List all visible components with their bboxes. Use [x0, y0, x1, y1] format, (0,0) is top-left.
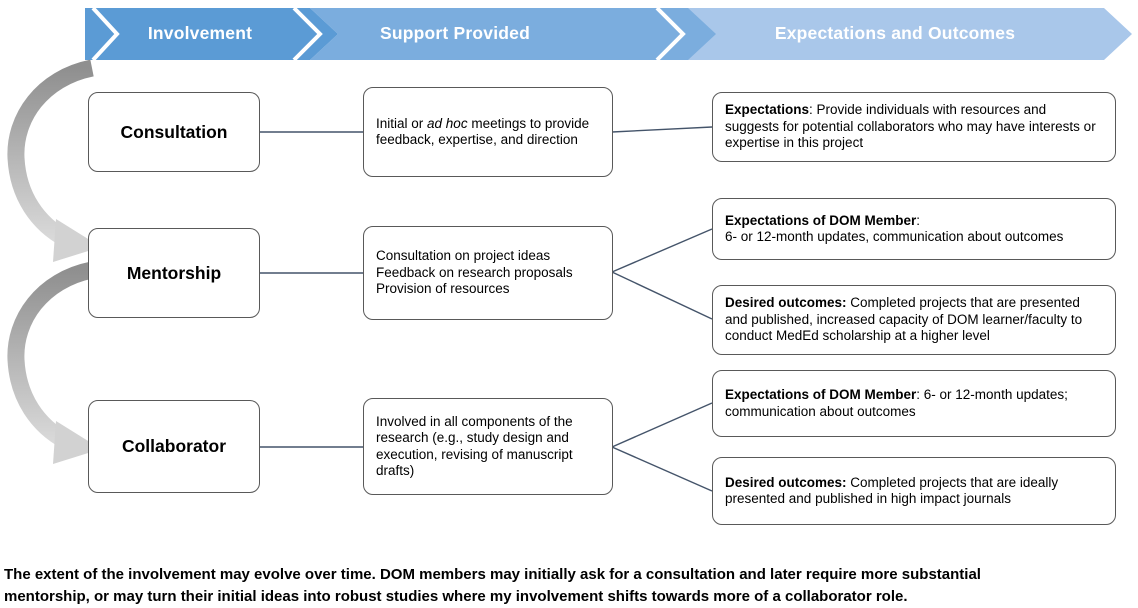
involvement-box-collaborator: Collaborator: [88, 400, 260, 493]
support-text: Initial or ad hoc meetings to provide fe…: [376, 115, 590, 147]
expectation-text: Desired outcomes: Completed projects tha…: [725, 295, 1083, 344]
header-label-involvement: Involvement: [147, 23, 253, 43]
support-box-collaborator: Involved in all components of the resear…: [363, 398, 613, 495]
expectation-box-mentorship-outcomes: Desired outcomes: Completed projects tha…: [712, 285, 1116, 355]
involvement-box-consultation: Consultation: [88, 92, 260, 172]
header-separator-icon: [655, 6, 686, 62]
header-label-support: Support Provided: [379, 23, 530, 43]
expectation-box-collaborator-outcomes: Desired outcomes: Completed projects tha…: [712, 457, 1116, 525]
header-chevron-involvement: [85, 8, 338, 60]
header-label-expectations: Expectations and Outcomes: [774, 23, 1016, 43]
header-separator-icon: [91, 6, 120, 62]
involvement-box-mentorship: Mentorship: [88, 228, 260, 318]
curved-arrow-mentorship-to-collaborator-icon: [7, 261, 101, 464]
support-box-consultation: Initial or ad hoc meetings to provide fe…: [363, 87, 613, 177]
expectation-box-collaborator-member: Expectations of DOM Member: 6- or 12-mon…: [712, 370, 1116, 437]
support-text: Consultation on project ideas Feedback o…: [376, 248, 573, 297]
connector-lines: [260, 126, 713, 492]
expectation-text: Desired outcomes: Completed projects tha…: [725, 474, 1059, 506]
expectation-box-consultation: Expectations: Provide individuals with r…: [712, 92, 1116, 162]
expectation-text: Expectations of DOM Member:6- or 12-mont…: [725, 212, 1064, 244]
support-box-mentorship: Consultation on project ideas Feedback o…: [363, 226, 613, 320]
footer-note: The extent of the involvement may evolve…: [4, 566, 981, 605]
header-chevron-expectations: [660, 8, 1132, 60]
expectation-text: Expectations: Provide individuals with r…: [725, 102, 1096, 151]
support-text: Involved in all components of the resear…: [376, 413, 573, 478]
header-separator-icon: [292, 6, 323, 62]
curved-arrow-consultation-to-mentorship-icon: [7, 59, 101, 262]
expectation-text: Expectations of DOM Member: 6- or 12-mon…: [725, 387, 1068, 419]
header-chevron-support: [310, 8, 716, 60]
expectation-box-mentorship-member: Expectations of DOM Member:6- or 12-mont…: [712, 198, 1116, 260]
